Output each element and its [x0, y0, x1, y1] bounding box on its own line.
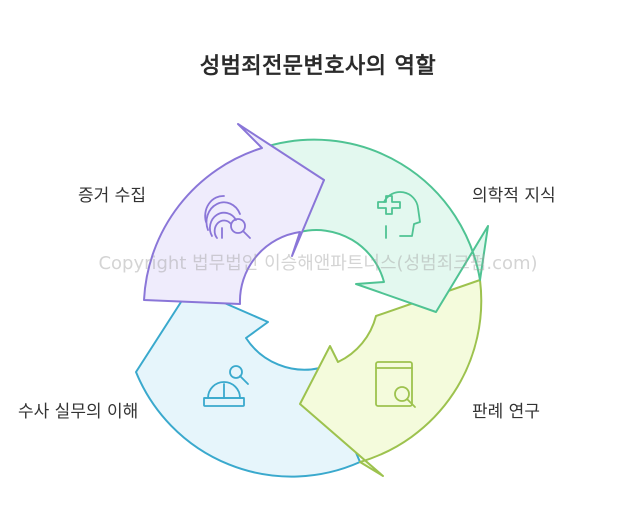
- label-evidence-collection: 증거 수집: [78, 186, 146, 206]
- label-investigation-practice: 수사 실무의 이해: [18, 402, 139, 422]
- diagram-title: 성범죄전문변호사의 역할: [199, 54, 437, 79]
- label-case-law-research: 판례 연구: [472, 402, 540, 422]
- hardhat-search-icon: [203, 365, 249, 407]
- fingerprint-search-icon: [204, 195, 251, 239]
- segment-case-law-research: [299, 279, 483, 477]
- label-medical-knowledge: 의학적 지식: [472, 186, 556, 206]
- segment-medical-knowledge: [261, 138, 489, 313]
- segment-evidence-collection: [143, 123, 325, 305]
- book-search-icon: [375, 361, 416, 408]
- medical-head-icon: [377, 191, 421, 239]
- segment-investigation-practice: [135, 287, 361, 478]
